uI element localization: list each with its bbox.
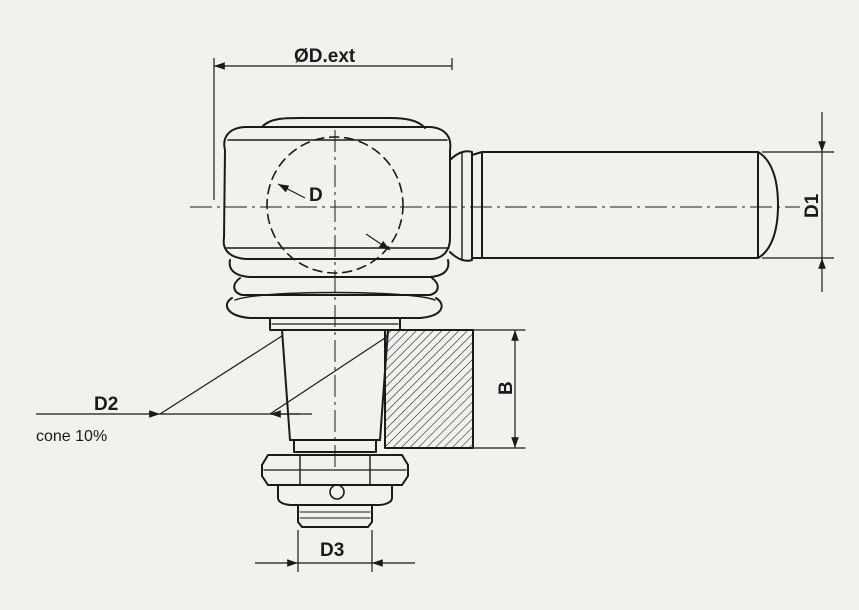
dim-d-leader-2	[365, 233, 391, 251]
hex-nut	[261, 454, 409, 486]
label-cone: cone 10%	[36, 428, 107, 445]
shank	[471, 151, 779, 259]
centre-lines	[190, 130, 800, 470]
mounting-section	[384, 329, 474, 449]
threaded-end	[297, 504, 373, 528]
joint-housing	[222, 117, 452, 260]
cotter-pin-hole	[329, 484, 345, 500]
castle-nut	[277, 484, 393, 506]
seal-boot	[225, 259, 450, 319]
label-d-ext: ØD.ext	[294, 46, 356, 67]
label-d2: D2	[94, 394, 118, 415]
dim-d3	[255, 530, 415, 572]
dim-d-leader-1	[277, 183, 306, 199]
label-d3: D3	[320, 540, 344, 561]
dim-d1	[762, 112, 834, 292]
label-b: B	[496, 381, 517, 395]
dim-d2	[36, 335, 389, 418]
dim-dext	[213, 58, 453, 200]
label-d: D	[309, 185, 323, 206]
label-d1: D1	[802, 193, 823, 218]
shank-neck	[449, 150, 473, 262]
